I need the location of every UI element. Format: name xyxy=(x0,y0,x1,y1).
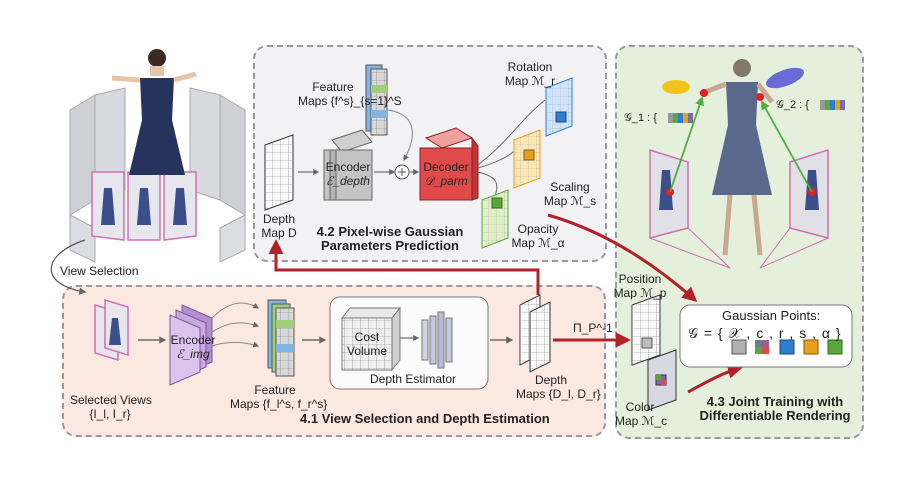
encoder-depth-label: Encoder ℰ_depth xyxy=(325,160,371,188)
rotation-map-label: Rotation Map ℳ_r xyxy=(504,60,556,88)
encoder-img-label: Encoder ℰ_img xyxy=(170,333,216,361)
encoder-depth-block xyxy=(323,129,373,201)
projection-label: Π_P^-1 xyxy=(573,321,613,335)
cost-volume-label: Cost Volume xyxy=(346,330,388,358)
decoder-label: Decoder 𝒟_parm xyxy=(423,160,469,188)
joint-training-panel-title: 4.3 Joint Training with Differentiable R… xyxy=(699,394,851,423)
cost-volume xyxy=(340,306,402,372)
params-to-gaussian-arrow xyxy=(547,213,698,302)
rotation-map xyxy=(545,77,573,137)
scaling-map xyxy=(513,129,541,189)
gaussian-ellipsoid-yellow xyxy=(662,80,690,94)
color-to-gaussian-arrow xyxy=(687,363,743,394)
color-map-label: Color Map ℳ_c xyxy=(615,400,668,428)
feature-maps-bottom-label: Feature Maps {f_l^s, f_r^s} xyxy=(230,383,328,411)
gaussian-params-panel-title: 4.2 Pixel-wise Gaussian Parameters Predi… xyxy=(316,224,464,253)
view-selection-arrow xyxy=(50,239,87,295)
capture-ring-illustration xyxy=(69,49,246,263)
opacity-map xyxy=(481,189,509,249)
gaussian-formula: 𝒢 = { 𝒳 , c , r , s , α } xyxy=(688,325,842,341)
decoder-block xyxy=(419,127,479,201)
g1-attribute-strip xyxy=(668,113,693,123)
depth-maps-label: Depth Maps {D_l, D_r} xyxy=(516,373,601,401)
gaussian-points-title: Gaussian Points: xyxy=(722,308,821,323)
position-map-label: Position Map ℳ_p xyxy=(613,272,667,300)
depth-map-label: Depth Map D xyxy=(261,212,297,240)
color-map xyxy=(647,349,677,411)
g2-label: 𝒢_2 : { xyxy=(776,99,809,111)
view-depth-panel-title: 4.1 View Selection and Depth Estimation xyxy=(300,411,550,426)
opacity-map-label: Opacity Map ℳ_α xyxy=(511,222,565,250)
depth-maps-pair xyxy=(519,294,551,373)
selected-views-label: Selected Views {I_l, I_r} xyxy=(70,393,152,421)
view-selection-label: View Selection xyxy=(60,264,139,278)
depth-estimator-label: Depth Estimator xyxy=(370,372,457,386)
rendered-person xyxy=(699,59,774,256)
gaussian-cubes xyxy=(731,339,843,355)
feature-maps-bottom xyxy=(267,299,295,377)
depth-feedback-arrow xyxy=(268,239,540,295)
depth-map-grid xyxy=(264,134,294,211)
depth-network-layers xyxy=(421,311,453,369)
feature-maps-top xyxy=(365,64,388,136)
feature-maps-top-label: Feature Maps {f^s}_{s=1}^S xyxy=(298,80,402,108)
encoder-img-block xyxy=(169,304,213,386)
scaling-map-label: Scaling Map ℳ_s xyxy=(543,180,597,208)
gaussian-ellipsoid-blue xyxy=(766,67,804,89)
g2-attribute-strip xyxy=(820,100,845,110)
position-map xyxy=(631,294,661,366)
g1-label: 𝒢_1 : { xyxy=(624,112,657,124)
